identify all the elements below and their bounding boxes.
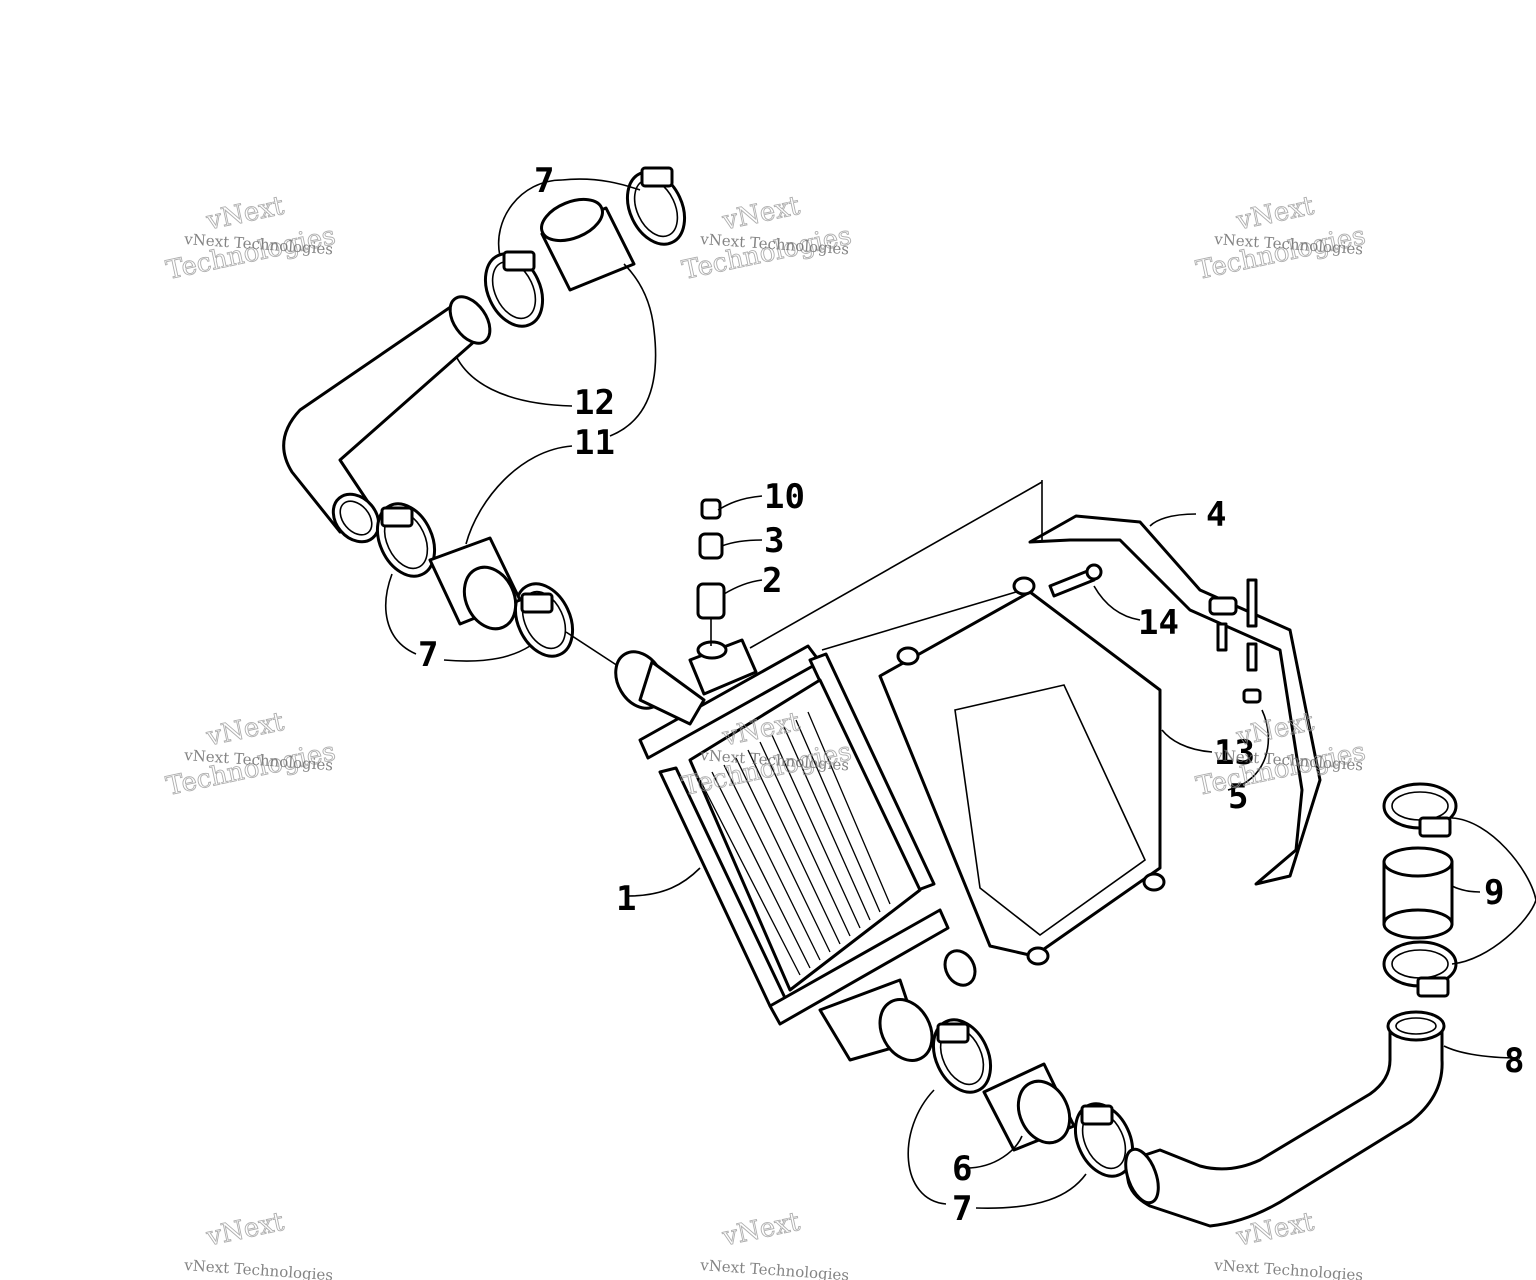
intercooler-shroud bbox=[878, 576, 1166, 966]
watermark-bottom-left: vNext bbox=[203, 1206, 288, 1253]
watermark-text-bottom-center: vNext Technologies bbox=[699, 1256, 850, 1280]
short-hose-lower bbox=[982, 1062, 1076, 1152]
callout-10: 10 bbox=[764, 477, 805, 517]
shroud-screw bbox=[1048, 563, 1103, 598]
lower-bent-hose bbox=[1124, 1010, 1446, 1228]
callout-11: 11 bbox=[574, 423, 615, 463]
core-fins bbox=[699, 711, 891, 976]
svg-text:vNext: vNext bbox=[203, 707, 287, 753]
callout-14: 14 bbox=[1138, 603, 1179, 643]
callout-2: 2 bbox=[762, 561, 782, 601]
hose-clamp-lower-right bbox=[1073, 1102, 1135, 1178]
watermark-bottom-center: vNext bbox=[719, 1206, 804, 1253]
hose-clamp-middle-right bbox=[513, 582, 575, 658]
intercooler-core bbox=[614, 638, 977, 1062]
hose-clamp-middle-left bbox=[375, 502, 437, 578]
callout-7-top: 7 bbox=[534, 161, 554, 201]
hose-clamp-right-top bbox=[1382, 782, 1458, 838]
callout-4: 4 bbox=[1206, 495, 1226, 535]
callout-1: 1 bbox=[616, 879, 636, 919]
upper-bent-hose bbox=[282, 295, 492, 544]
callout-7-middle: 7 bbox=[418, 635, 438, 675]
callout-3: 3 bbox=[764, 521, 784, 561]
isolator-stack bbox=[696, 498, 726, 646]
svg-text:vNext: vNext bbox=[719, 191, 803, 237]
hose-clamp-right-bottom bbox=[1382, 940, 1458, 998]
hose-clamp-lower-left bbox=[931, 1018, 993, 1094]
hose-clamp-upper-right bbox=[625, 166, 687, 246]
svg-text:vNext: vNext bbox=[719, 1207, 803, 1253]
mounting-bracket bbox=[1028, 480, 1322, 886]
short-hose-right bbox=[1382, 846, 1454, 940]
callout-labels: 7 12 11 10 3 2 7 4 14 13 5 1 9 8 6 7 bbox=[418, 161, 1524, 1229]
hose-clamp-upper-left bbox=[483, 250, 545, 328]
bracket-bolt-and-nut bbox=[1216, 622, 1262, 704]
svg-text:vNext: vNext bbox=[1233, 191, 1317, 237]
watermark-text-bottom-left: vNext Technologies bbox=[183, 1256, 334, 1280]
callout-12: 12 bbox=[574, 383, 615, 423]
callout-5: 5 bbox=[1228, 777, 1248, 817]
svg-text:vNext: vNext bbox=[203, 1207, 287, 1253]
callout-7-bottom: 7 bbox=[952, 1189, 972, 1229]
callout-8: 8 bbox=[1504, 1041, 1524, 1081]
callout-9: 9 bbox=[1484, 873, 1504, 913]
short-hose-middle bbox=[428, 536, 522, 631]
leader-lines bbox=[385, 178, 1536, 1209]
short-hose-upper bbox=[540, 197, 636, 292]
callout-6: 6 bbox=[952, 1149, 972, 1189]
watermark-text-bottom-right: vNext Technologies bbox=[1213, 1256, 1364, 1280]
callout-13: 13 bbox=[1214, 733, 1255, 773]
svg-text:vNext: vNext bbox=[203, 191, 287, 237]
